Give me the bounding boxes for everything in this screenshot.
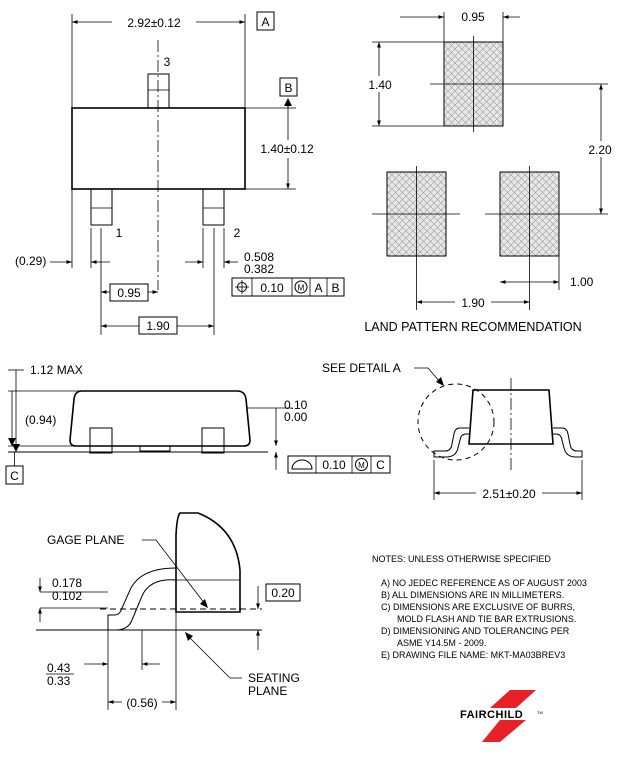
side-fcf-value: 0.10 (322, 458, 346, 472)
note-c-cont: MOLD FLASH AND TIE BAR EXTRUSIONS. (397, 614, 576, 624)
side-view: 1.12 MAX (0.94) C 0.10 0.00 0.10 M C (5, 363, 391, 485)
foot-min: 0.33 (47, 674, 71, 688)
gage-dim: 0.20 (271, 586, 295, 600)
package-body-side (69, 390, 251, 447)
land-pattern-title: LAND PATTERN RECOMMENDATION (364, 320, 581, 334)
fairchild-logo: FAIRCHILD TM (460, 690, 543, 742)
foot-max: 0.43 (47, 661, 71, 675)
note-e: E) DRAWING FILE NAME: MKT-MA03BREV3 (381, 650, 565, 660)
seating-label-1: SEATING (248, 671, 300, 685)
land-pattern: 0.95 1.40 2.20 1.00 1.90 LAND PATTERN RE… (364, 10, 616, 334)
offset-dim: (0.29) (15, 254, 46, 268)
fcf-datum-1: A (314, 281, 322, 295)
side-fcf-datum: C (376, 458, 385, 472)
datum-a: A (261, 15, 269, 29)
pad-width-dim: 0.95 (461, 10, 485, 24)
pin-2-label: 2 (234, 226, 241, 240)
nominal-height-dim: (0.94) (25, 413, 56, 427)
notes-heading: NOTES: UNLESS OTHERWISE SPECIFIED (372, 554, 551, 564)
datum-c: C (10, 469, 19, 483)
logo-red-mark-bottom (482, 720, 526, 742)
notes: NOTES: UNLESS OTHERWISE SPECIFIED A) NO … (372, 554, 587, 660)
note-b: B) ALL DIMENSIONS ARE IN MILLIMETERS. (381, 590, 564, 600)
package-body-top (71, 107, 246, 190)
pin-3 (147, 73, 170, 109)
side-fcf-modifier: M (358, 461, 365, 470)
fcf-datum-2: B (331, 281, 339, 295)
standoff-min: 0.00 (284, 410, 308, 424)
logo-red-mark-top (490, 690, 536, 708)
pad-height-dim: 1.40 (368, 78, 392, 92)
fcf-value: 0.10 (260, 281, 284, 295)
note-d: D) DIMENSIONING AND TOLERANCING PER (381, 626, 570, 636)
end-view: SEE DETAIL A 2.51±0.20 (322, 361, 583, 501)
mmc-icon (294, 280, 308, 294)
see-detail-label: SEE DETAIL A (322, 361, 401, 375)
pin-3-label: 3 (164, 55, 171, 69)
thick-min: 0.102 (52, 589, 82, 603)
lead-width-min: 0.382 (244, 262, 274, 276)
lead-width-max: 0.508 (244, 250, 274, 264)
thick-max: 0.178 (52, 576, 82, 590)
note-c: C) DIMENSIONS ARE EXCLUSIVE OF BURRS, (381, 602, 575, 612)
end-width-dim: 2.51±0.20 (482, 487, 536, 501)
side-mmc-icon (355, 458, 368, 471)
datum-b: B (284, 81, 292, 95)
detail-a-circle (417, 383, 495, 461)
top-width-dim: 2.92±0.12 (127, 16, 181, 30)
standoff-max: 0.10 (284, 398, 308, 412)
max-height-dim: 1.12 MAX (30, 363, 83, 377)
row-pitch-dim: 2.20 (588, 143, 612, 157)
logo-tm: TM (537, 710, 543, 715)
profile-surface-icon (291, 459, 313, 470)
pin-1-label: 1 (116, 226, 123, 240)
fcf-modifier: M (298, 284, 305, 293)
package-body-end (468, 389, 554, 445)
pitch-dim: 0.95 (117, 286, 141, 300)
pad-spacing-dim: 1.90 (461, 296, 485, 310)
top-view: 2.92±0.12 A 3 1 2 B 1.40±0.12 (15, 11, 345, 335)
pin-2 (202, 188, 225, 226)
note-a: A) NO JEDEC REFERENCE AS OF AUGUST 2003 (381, 578, 587, 588)
note-d-cont: ASME Y14.5M - 2009. (397, 638, 486, 648)
pad-right-dim: 1.00 (570, 275, 594, 289)
foot-len-dim: (0.56) (126, 696, 157, 710)
top-height-dim: 1.40±0.12 (260, 142, 314, 156)
seating-label-2: PLANE (248, 684, 287, 698)
detail-a: GAGE PLANE 0.178 0.102 0.20 0.43 0.33 (0… (36, 512, 301, 710)
detail-body (175, 512, 241, 613)
gage-plane-label: GAGE PLANE (47, 533, 124, 547)
span-dim: 1.90 (146, 319, 170, 333)
logo-text: FAIRCHILD (460, 709, 523, 721)
pin-1 (90, 188, 113, 226)
